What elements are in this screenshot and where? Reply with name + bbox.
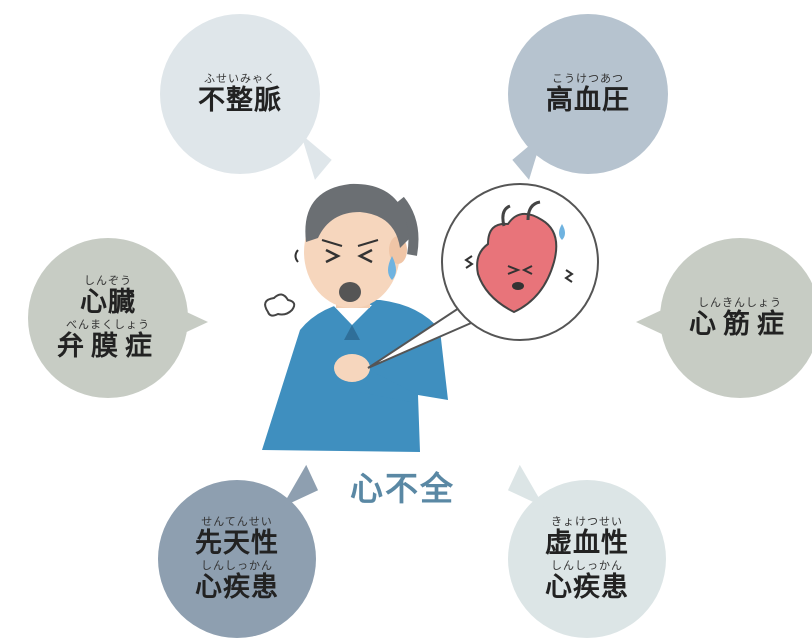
- cause-term: 心筋症: [689, 309, 791, 340]
- cause-bubble-valve-disease: しんぞう 心臓 べんまくしょう 弁膜症: [28, 238, 208, 398]
- sweat-drop-icon: [388, 256, 396, 280]
- cause-term: 先天性: [195, 528, 279, 559]
- ruby-text: しんしっかん: [551, 559, 623, 572]
- patient-hand: [334, 354, 370, 382]
- cause-term: 心疾患: [545, 572, 629, 603]
- cause-bubble-hypertension: こうけつあつ 高血圧: [508, 14, 668, 180]
- cause-term: 不整脈: [198, 85, 282, 116]
- cause-term: 弁膜症: [57, 331, 159, 362]
- cause-term: 高血圧: [546, 85, 630, 116]
- breath-puff-icon: [264, 293, 296, 317]
- cause-term: 心疾患: [195, 572, 279, 603]
- ruby-text: しんしっかん: [201, 559, 273, 572]
- ruby-text: しんぞう: [84, 274, 132, 287]
- cause-bubble-arrhythmia: ふせいみゃく 不整脈: [160, 14, 332, 180]
- patient-mouth: [339, 282, 361, 302]
- cause-term: 心臓: [80, 287, 136, 318]
- ruby-text: せんてんせい: [201, 515, 273, 528]
- cause-bubble-cardiomyopathy: しんきんしょう 心筋症: [636, 238, 812, 398]
- center-label-heart-failure: 心不全: [350, 469, 455, 508]
- cause-term: 虚血性: [545, 528, 629, 559]
- heart-icon: [476, 213, 558, 314]
- patient-hair: [305, 183, 410, 248]
- ruby-text: べんまくしょう: [66, 318, 150, 331]
- cause-bubble-ischemic: きょけつせい 虚血性 しんしっかん 心疾患: [507, 464, 666, 638]
- cause-bubble-congenital: せんてんせい 先天性 しんしっかん 心疾患: [158, 464, 319, 638]
- ruby-text: きょけつせい: [551, 515, 623, 528]
- heart-sweat-icon: [559, 224, 565, 240]
- patient-face: [304, 196, 400, 308]
- ruby-text: しんきんしょう: [698, 296, 782, 309]
- ruby-text: こうけつあつ: [552, 72, 624, 85]
- ruby-text: ふせいみゃく: [204, 72, 276, 85]
